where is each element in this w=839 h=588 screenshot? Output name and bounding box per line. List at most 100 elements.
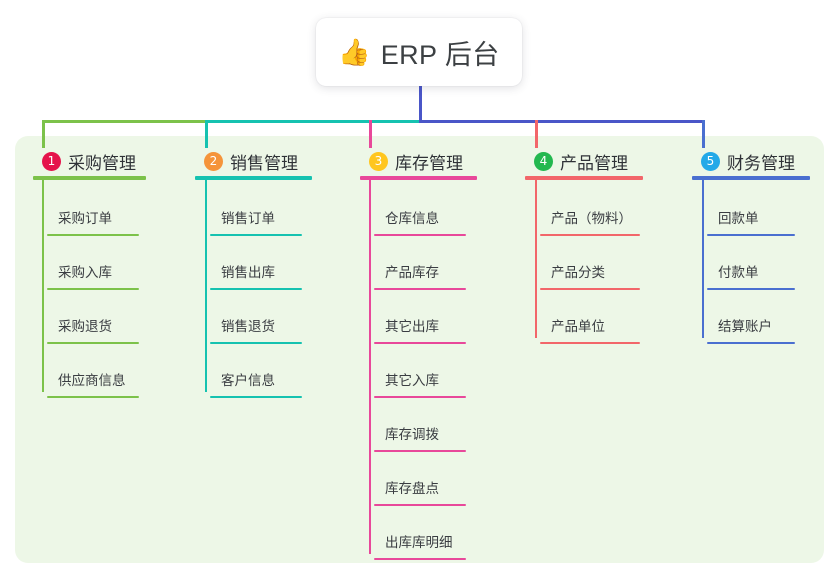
column-badge-1: 1 (42, 151, 61, 171)
leaf-label: 销售出库 (221, 265, 275, 280)
leaf-rule (540, 234, 640, 236)
leaf-rule (47, 342, 139, 344)
connector-bar-green (42, 120, 208, 123)
thumbs-up-icon: 👍 (338, 37, 371, 67)
leaf-label: 回款单 (718, 211, 759, 226)
leaf-rule (707, 234, 795, 236)
column-header-rule-5 (692, 176, 810, 180)
leaf-label: 产品库存 (385, 265, 439, 280)
leaf-item[interactable]: 产品库存 (369, 236, 471, 290)
connector-bar-teal (205, 120, 419, 123)
leaf-rule (374, 288, 466, 290)
leaf-rule (210, 342, 302, 344)
leaf-label: 销售订单 (221, 211, 275, 226)
column-title-4: 产品管理 (560, 153, 628, 173)
leaf-rule (374, 450, 466, 452)
connector-drop-4 (535, 120, 538, 148)
column-title-5: 财务管理 (727, 153, 795, 173)
leaf-rule (374, 342, 466, 344)
leaf-label: 付款单 (718, 265, 759, 280)
leaf-label: 仓库信息 (385, 211, 439, 226)
leaf-rule (47, 234, 139, 236)
leaf-rule (374, 396, 466, 398)
column-spine-2 (205, 176, 207, 392)
leaf-item[interactable]: 产品（物料） (535, 182, 645, 236)
leaf-label: 销售退货 (221, 319, 275, 334)
leaf-item[interactable]: 结算账户 (702, 290, 800, 344)
column-spine-4 (535, 176, 537, 338)
leaf-item[interactable]: 回款单 (702, 182, 800, 236)
column-header-2[interactable]: 2 销售管理 (200, 148, 298, 174)
diagram-panel (15, 136, 824, 563)
leaf-item[interactable]: 库存盘点 (369, 452, 471, 506)
connector-drop-5 (702, 120, 705, 148)
connector-drop-3 (369, 120, 372, 148)
root-node-erp-backend[interactable]: 👍 ERP 后台 (316, 18, 522, 86)
leaf-label: 产品单位 (551, 319, 605, 334)
leaf-item[interactable]: 仓库信息 (369, 182, 471, 236)
leaf-item[interactable]: 采购退货 (42, 290, 144, 344)
leaf-item[interactable]: 产品单位 (535, 290, 645, 344)
column-spine-5 (702, 176, 704, 338)
leaf-rule (210, 234, 302, 236)
column-header-rule-4 (525, 176, 643, 180)
column-header-rule-1 (33, 176, 146, 180)
leaf-item[interactable]: 付款单 (702, 236, 800, 290)
leaf-item[interactable]: 销售出库 (205, 236, 307, 290)
leaf-rule (707, 342, 795, 344)
leaf-item[interactable]: 销售订单 (205, 182, 307, 236)
leaf-label: 采购订单 (58, 211, 112, 226)
leaf-rule (210, 288, 302, 290)
leaf-rule (374, 504, 466, 506)
column-title-2: 销售管理 (230, 153, 298, 173)
connector-drop-1 (42, 120, 45, 148)
connector-drop-2 (205, 120, 208, 148)
column-title-1: 采购管理 (68, 153, 136, 173)
column-header-4[interactable]: 4 产品管理 (530, 148, 628, 174)
column-header-1[interactable]: 1 采购管理 (38, 148, 136, 174)
leaf-label: 结算账户 (718, 319, 772, 334)
leaf-item[interactable]: 出库库明细 (369, 506, 471, 560)
column-badge-2: 2 (204, 151, 223, 171)
connector-bar-blue (419, 120, 705, 123)
root-node-title: ERP 后台 (380, 39, 500, 70)
column-header-rule-3 (360, 176, 477, 180)
leaf-item[interactable]: 采购订单 (42, 182, 144, 236)
column-spine-3 (369, 176, 371, 554)
leaf-label: 产品（物料） (551, 211, 632, 226)
leaf-rule (540, 342, 640, 344)
leaf-item[interactable]: 供应商信息 (42, 344, 144, 398)
leaf-item[interactable]: 产品分类 (535, 236, 645, 290)
leaf-label: 库存调拨 (385, 427, 439, 442)
leaf-label: 采购入库 (58, 265, 112, 280)
leaf-item[interactable]: 客户信息 (205, 344, 307, 398)
leaf-rule (374, 558, 466, 560)
leaf-label: 供应商信息 (58, 373, 126, 388)
leaf-item[interactable]: 销售退货 (205, 290, 307, 344)
leaf-label: 出库库明细 (385, 535, 453, 550)
column-badge-3: 3 (369, 151, 388, 171)
column-header-5[interactable]: 5 财务管理 (697, 148, 795, 174)
leaf-label: 其它入库 (385, 373, 439, 388)
column-header-3[interactable]: 3 库存管理 (365, 148, 463, 174)
leaf-rule (374, 234, 466, 236)
leaf-item[interactable]: 采购入库 (42, 236, 144, 290)
leaf-label: 库存盘点 (385, 481, 439, 496)
leaf-label: 采购退货 (58, 319, 112, 334)
leaf-label: 客户信息 (221, 373, 275, 388)
column-badge-5: 5 (701, 151, 720, 171)
leaf-rule (210, 396, 302, 398)
column-badge-4: 4 (534, 151, 553, 171)
connector-trunk (419, 86, 422, 123)
column-title-3: 库存管理 (395, 153, 463, 173)
leaf-label: 其它出库 (385, 319, 439, 334)
leaf-rule (47, 288, 139, 290)
column-header-rule-2 (195, 176, 312, 180)
leaf-label: 产品分类 (551, 265, 605, 280)
leaf-item[interactable]: 库存调拨 (369, 398, 471, 452)
leaf-item[interactable]: 其它出库 (369, 290, 471, 344)
leaf-rule (707, 288, 795, 290)
leaf-rule (540, 288, 640, 290)
column-spine-1 (42, 176, 44, 392)
leaf-item[interactable]: 其它入库 (369, 344, 471, 398)
